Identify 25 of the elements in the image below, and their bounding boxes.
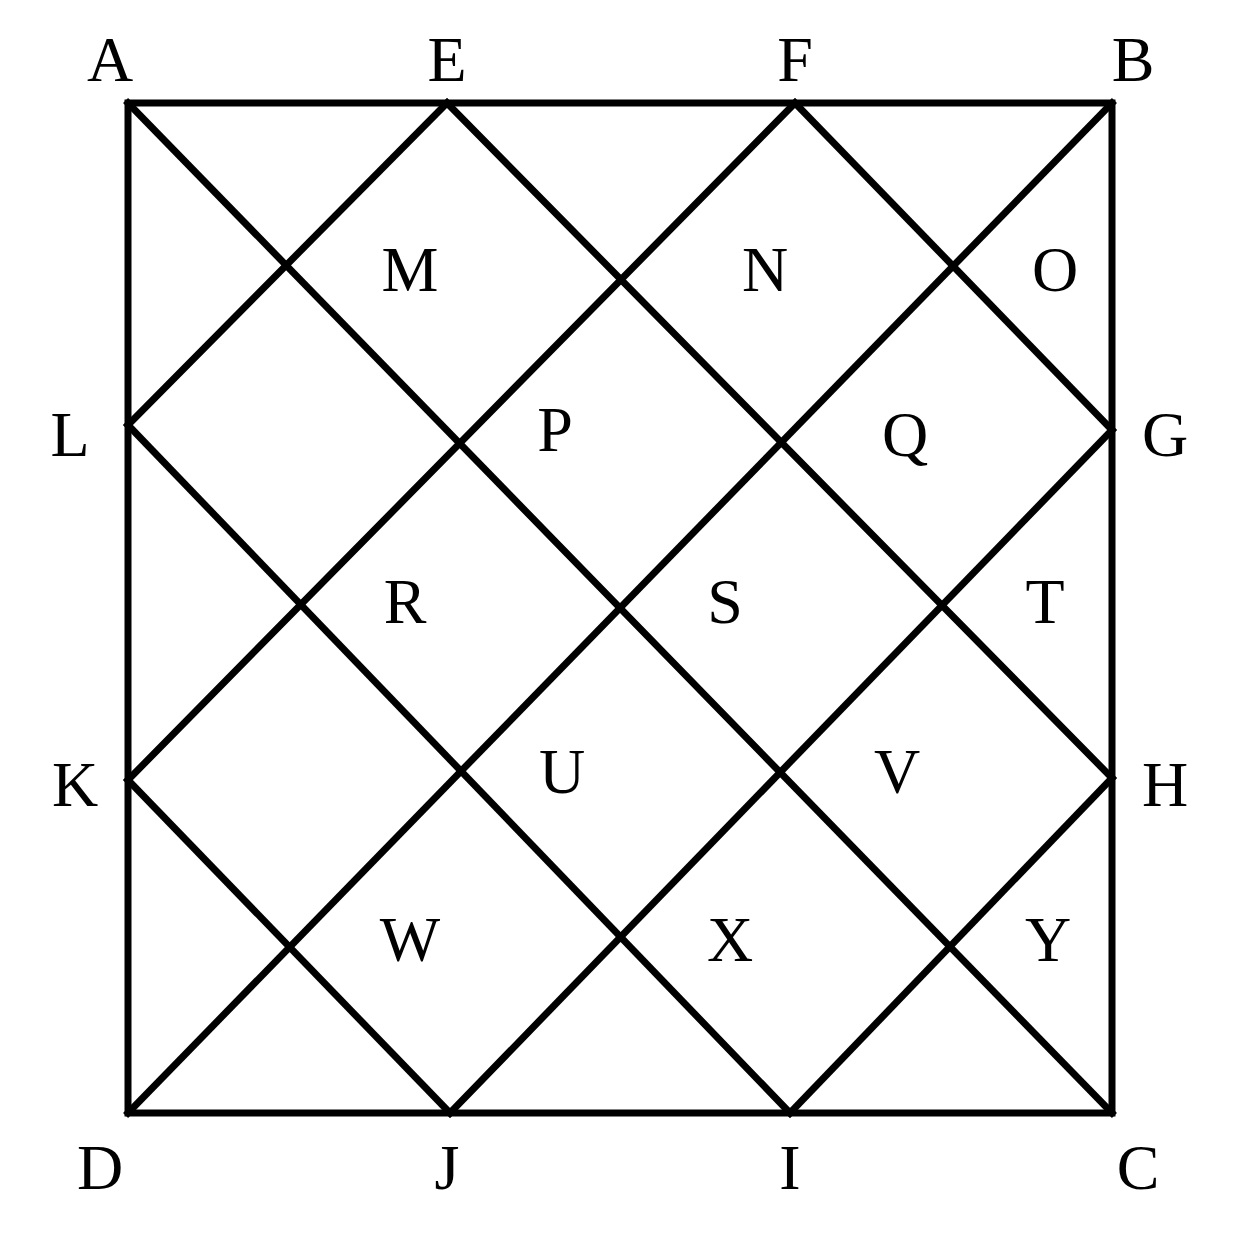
point-label: K <box>51 753 99 817</box>
point-label: F <box>777 28 813 92</box>
region-label: X <box>706 908 754 972</box>
region-label: V <box>873 740 921 804</box>
region-label: S <box>707 570 743 634</box>
point-label: I <box>779 1136 801 1200</box>
region-label: W <box>379 908 441 972</box>
region-label: P <box>537 398 573 462</box>
region-label: Q <box>881 403 929 467</box>
point-label: H <box>1141 753 1189 817</box>
point-label: E <box>427 28 467 92</box>
point-label: L <box>50 403 90 467</box>
region-label: R <box>383 570 427 634</box>
region-label: O <box>1031 238 1079 302</box>
point-label: A <box>86 28 134 92</box>
point-label: B <box>1111 28 1155 92</box>
point-label: C <box>1116 1136 1160 1200</box>
region-label: T <box>1025 570 1065 634</box>
region-label: Y <box>1024 908 1072 972</box>
point-label: G <box>1141 403 1189 467</box>
region-label: M <box>381 238 439 302</box>
region-label: U <box>538 740 586 804</box>
point-label: J <box>434 1136 460 1200</box>
region-label: N <box>741 238 789 302</box>
point-label: D <box>76 1136 124 1200</box>
